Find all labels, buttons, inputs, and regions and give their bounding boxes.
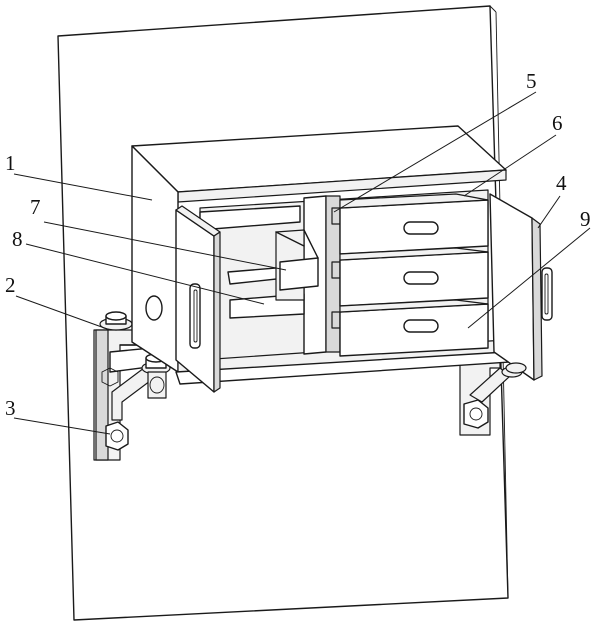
part-labels: 1 2 3 4 5 6 7 8 9 [5, 69, 591, 420]
label-5: 5 [526, 69, 537, 93]
label-3: 3 [5, 396, 16, 420]
label-4: 4 [556, 171, 567, 195]
label-6: 6 [552, 111, 563, 135]
drawer-bottom [339, 299, 489, 357]
leader-lines [13, 91, 591, 435]
drawer-middle [339, 247, 489, 307]
label-7: 7 [30, 195, 41, 219]
drawer-stack [339, 193, 489, 357]
left-door [175, 205, 221, 393]
label-1: 1 [5, 151, 16, 175]
drawer-top [339, 193, 489, 255]
label-8: 8 [12, 227, 23, 251]
label-9: 9 [580, 207, 591, 231]
label-2: 2 [5, 273, 16, 297]
right-door [489, 193, 553, 381]
